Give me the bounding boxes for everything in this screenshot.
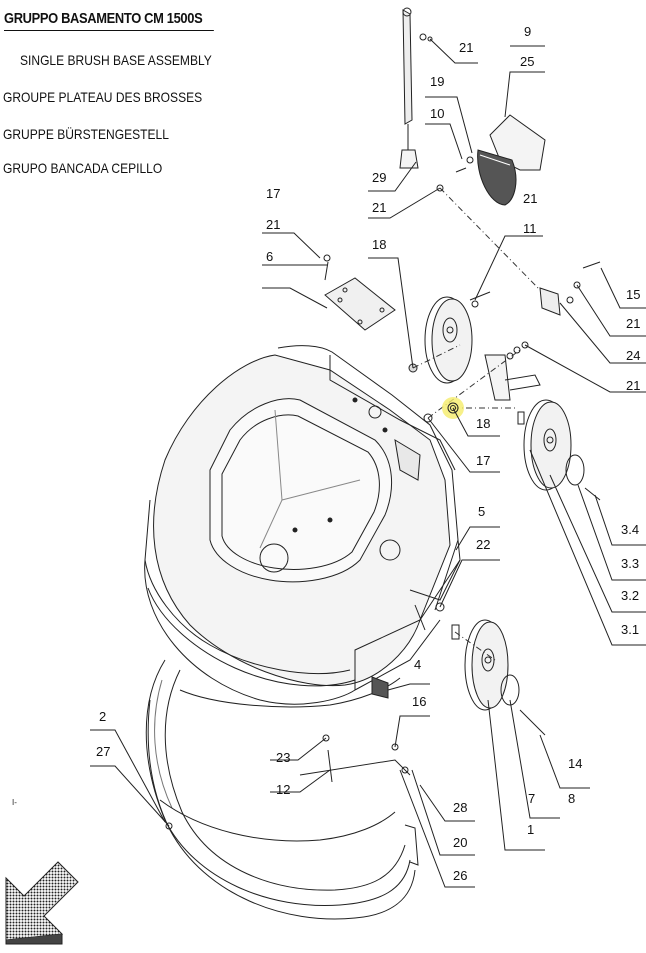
callout-21: 21 (626, 378, 640, 393)
callout-labels: 21 9 25 19 10 29 21 21 11 17 21 6 18 15 … (96, 24, 640, 883)
axle-bracket (484, 287, 561, 401)
callout-14: 14 (568, 756, 582, 771)
direction-arrow-icon (5, 861, 79, 945)
callout-10: 10 (430, 106, 444, 121)
knob-handle (455, 114, 546, 206)
title-french: GROUPE PLATEAU DES BROSSES (3, 89, 203, 105)
callout-21: 21 (523, 191, 537, 206)
hardware-parts (165, 184, 601, 830)
callout-3-4: 3.4 (621, 522, 639, 537)
callout-7: 7 (528, 791, 535, 806)
base-housing (144, 345, 461, 705)
callout-26: 26 (453, 868, 467, 883)
callout-24: 24 (626, 348, 640, 363)
callout-2: 2 (99, 709, 106, 724)
callout-21: 21 (626, 316, 640, 331)
callout-3-3: 3.3 (621, 556, 639, 571)
title-english: SINGLE BRUSH BASE ASSEMBLY (20, 52, 212, 68)
callout-5: 5 (478, 504, 485, 519)
gas-spring (399, 7, 433, 169)
callout-8: 8 (568, 791, 575, 806)
title-italian: GRUPPO BASAMENTO CM 1500S (4, 10, 214, 31)
lower-wheel (517, 399, 601, 501)
callout-17: 17 (266, 186, 280, 201)
callout-18: 18 (476, 416, 490, 431)
callout-20: 20 (453, 835, 467, 850)
upper-wheel (424, 296, 473, 384)
callout-22: 22 (476, 537, 490, 552)
callout-21: 21 (266, 217, 280, 232)
title-spanish: GRUPO BANCADA CEPILLO (3, 160, 163, 176)
callout-3-1: 3.1 (621, 622, 639, 637)
callout-25: 25 (520, 54, 534, 69)
callout-12: 12 (276, 782, 290, 797)
callout-4: 4 (414, 657, 421, 672)
callout-3-2: 3.2 (621, 588, 639, 603)
callout-15: 15 (626, 287, 640, 302)
callout-21: 21 (459, 40, 473, 55)
bumper-ring (145, 659, 419, 920)
callout-29: 29 (372, 170, 386, 185)
callout-1: 1 (527, 822, 534, 837)
leader-lines (90, 38, 646, 888)
title-block: GRUPPO BASAMENTO CM 1500S (4, 10, 254, 31)
assembly-axis-lines (412, 187, 541, 661)
callout-27: 27 (96, 744, 110, 759)
cover-plate (323, 254, 396, 331)
callout-28: 28 (453, 800, 467, 815)
callout-6: 6 (266, 249, 273, 264)
title-german: GRUPPE BÜRSTENGESTELL (3, 126, 169, 142)
callout-18: 18 (372, 237, 386, 252)
callout-16: 16 (412, 694, 426, 709)
callout-19: 19 (430, 74, 444, 89)
callout-23: 23 (276, 750, 290, 765)
callout-21: 21 (372, 200, 386, 215)
front-wheel (451, 619, 546, 736)
callout-11: 11 (523, 221, 537, 236)
callout-17: 17 (476, 453, 490, 468)
callout-9: 9 (524, 24, 531, 39)
tiny-mark: I- (12, 798, 17, 807)
